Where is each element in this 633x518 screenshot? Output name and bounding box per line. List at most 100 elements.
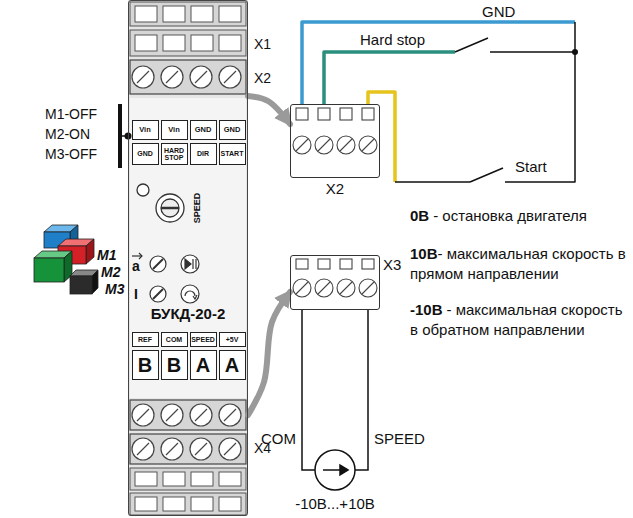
control-wires bbox=[302, 22, 578, 182]
note-text: - максимальная скорость в прямом направл… bbox=[410, 245, 626, 282]
jumper-name: M3 bbox=[105, 281, 124, 297]
note-block: 0В- остановка двигателя bbox=[410, 206, 630, 226]
switch-setting: M3-OFF bbox=[45, 146, 97, 162]
signal-name: GND bbox=[482, 3, 515, 20]
pin-name: COM bbox=[166, 336, 182, 343]
module-body bbox=[130, 98, 246, 398]
terminal-label-box: START bbox=[219, 143, 246, 165]
pin-name: A bbox=[196, 355, 210, 375]
jumper-icons bbox=[70, 276, 92, 294]
voltage-source-circuit bbox=[315, 450, 355, 490]
trim-and-buttons bbox=[153, 259, 163, 269]
terminal-slot-row bbox=[130, 2, 246, 26]
trim-and-buttons bbox=[185, 291, 195, 296]
terminal-label-box: REF bbox=[132, 332, 159, 347]
pin-name: REF bbox=[138, 336, 152, 343]
control-wires bbox=[324, 52, 455, 104]
trim-and-buttons bbox=[132, 255, 142, 256]
terminal-slot-row bbox=[219, 6, 241, 22]
terminal-slot-row bbox=[130, 493, 246, 515]
module-body bbox=[128, 0, 248, 516]
pin-name: Vin bbox=[139, 126, 151, 134]
trim-and-buttons bbox=[185, 259, 191, 269]
connector-detail bbox=[362, 259, 374, 269]
pin-name: B bbox=[138, 355, 152, 375]
terminal-label-box: B bbox=[161, 350, 188, 380]
voltage-source-circuit bbox=[302, 310, 368, 470]
trim-and-buttons bbox=[181, 255, 199, 273]
pin-name: A bbox=[225, 355, 239, 375]
terminal-label-box: Vin bbox=[161, 120, 188, 140]
terminal-label-box: GND bbox=[190, 120, 217, 140]
terminal-slot-row bbox=[130, 468, 246, 490]
switch-name: Hard stop bbox=[360, 31, 425, 48]
terminal-slot-row bbox=[219, 472, 241, 486]
control-label: SPEED bbox=[192, 193, 202, 224]
trim-and-buttons bbox=[153, 289, 163, 299]
pin-name: HARD STOP bbox=[163, 147, 186, 161]
terminal-slot-row bbox=[135, 35, 157, 51]
jumper-name: M2 bbox=[101, 264, 120, 280]
terminal-label-box: HARD STOP bbox=[161, 143, 188, 165]
led-and-potentiometer bbox=[137, 184, 184, 222]
pin-name: START bbox=[221, 150, 244, 157]
range-label: -10В...+10В bbox=[295, 495, 375, 512]
terminal-connector: X2 bbox=[290, 104, 380, 178]
connector-detail bbox=[340, 259, 352, 269]
led-and-potentiometer bbox=[137, 184, 149, 196]
voltage-source-circuit bbox=[302, 310, 368, 490]
connector-detail bbox=[296, 139, 374, 151]
terminal-slot-row bbox=[135, 6, 157, 22]
connector-detail bbox=[340, 108, 352, 120]
trim-and-buttons bbox=[150, 256, 166, 272]
trim-and-buttons bbox=[132, 253, 199, 303]
module-body bbox=[128, 0, 248, 516]
note-block: -10В- максимальная скорость в обратном н… bbox=[410, 300, 630, 339]
control-wires bbox=[455, 38, 503, 182]
terminal-label-box: A bbox=[219, 350, 246, 380]
pin-name: +5V bbox=[226, 336, 239, 343]
note-text: - остановка двигателя bbox=[433, 207, 587, 224]
pin-name: SPEED bbox=[191, 336, 215, 343]
jumper-icons bbox=[34, 225, 98, 294]
terminal-name: X1 bbox=[254, 36, 271, 52]
terminal-slot-row bbox=[163, 472, 185, 486]
pin-name: DIR bbox=[197, 150, 209, 157]
terminal-label-box: SPEED bbox=[190, 332, 217, 347]
connector-detail bbox=[296, 108, 308, 120]
trim-and-buttons bbox=[192, 259, 193, 269]
voltage-source-circuit bbox=[323, 469, 341, 471]
pin-name: GND bbox=[195, 126, 212, 134]
terminal-screw-row bbox=[130, 400, 246, 430]
part-label: X2 bbox=[291, 180, 379, 197]
control-label: I bbox=[134, 286, 138, 302]
connector-detail bbox=[318, 259, 330, 269]
terminal-slot-row bbox=[130, 30, 246, 56]
jumper-icons bbox=[92, 270, 98, 294]
note-value: 0В bbox=[410, 207, 429, 224]
trim-and-buttons bbox=[195, 259, 196, 269]
control-wires bbox=[572, 49, 578, 55]
jumper-name: M1 bbox=[97, 247, 116, 263]
jumper-icons bbox=[34, 258, 64, 282]
zoom-arrow bbox=[248, 292, 290, 415]
led-and-potentiometer bbox=[156, 194, 184, 222]
connector-detail bbox=[293, 108, 377, 297]
control-label: a bbox=[132, 258, 140, 274]
pin-name: GND bbox=[137, 150, 153, 157]
terminal-label-box: A bbox=[190, 350, 217, 380]
terminal-slot-row bbox=[191, 472, 213, 486]
note-value: -10В bbox=[410, 301, 443, 318]
terminal-label-box: GND bbox=[132, 143, 159, 165]
terminal-slot-row bbox=[191, 35, 213, 51]
connector-detail bbox=[362, 108, 374, 120]
switch-setting: M1-OFF bbox=[45, 106, 97, 122]
terminal-label-box: GND bbox=[219, 120, 246, 140]
terminal-slot-row bbox=[219, 35, 241, 51]
terminal-screw-row bbox=[130, 434, 246, 464]
terminal-name: X2 bbox=[254, 70, 271, 86]
trim-and-buttons bbox=[150, 286, 166, 302]
terminal-slot-row bbox=[163, 6, 185, 22]
led-and-potentiometer bbox=[161, 199, 179, 217]
signal-name: SPEED bbox=[374, 430, 425, 447]
